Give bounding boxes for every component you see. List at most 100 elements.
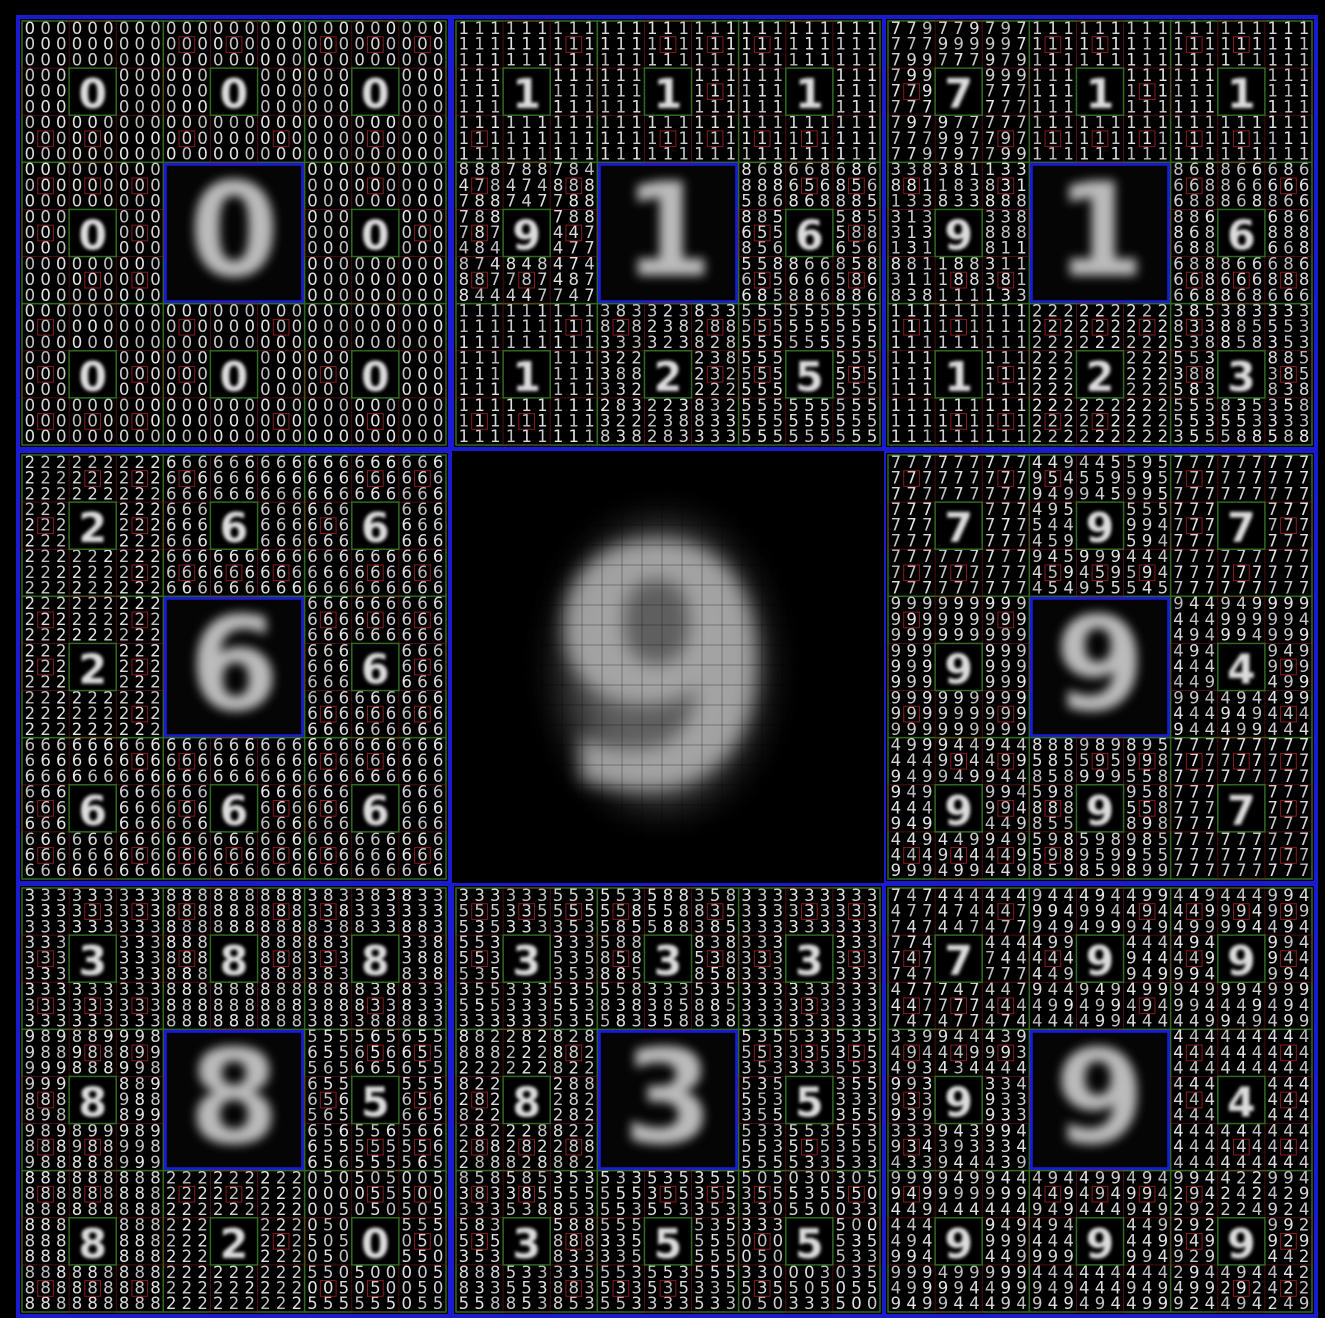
mini-digit: 8 (103, 1294, 113, 1313)
mini-digit: 1 (1016, 427, 1026, 446)
mini-digit: 0 (244, 427, 254, 446)
mini-digit: 7 (1220, 861, 1230, 880)
mini-digit: 1 (474, 427, 484, 446)
subtile: 8887887844784748887887477887887887874474… (456, 160, 597, 305)
subtile-center-digit: 3 (512, 1220, 540, 1268)
tile-bottom-right: 7474444444774744477474474777744447477447… (884, 884, 1316, 1316)
subtile: 2222222222222222222222222222222222222222… (22, 594, 163, 739)
subtile: 1111111111111111111111111111111111111111… (1029, 19, 1170, 164)
mini-digit: 8 (135, 1294, 145, 1313)
mini-digit: 6 (182, 861, 192, 880)
subtile: 6666666666666666666666666666666666666666… (22, 736, 163, 881)
mini-digit: 0 (354, 50, 364, 69)
mini-digit: 0 (182, 427, 192, 446)
mini-digit: 8 (354, 917, 364, 936)
mini-digit: 3 (710, 427, 720, 446)
subtile: 0000000000000000000000000000000000000000… (163, 302, 304, 447)
mini-digit: 4 (938, 861, 948, 880)
mini-digit: 2 (521, 1059, 531, 1078)
mini-digit: 6 (417, 861, 427, 880)
mini-digit: 5 (835, 427, 845, 446)
mini-digit: 6 (354, 1059, 364, 1078)
tile-center-average: 6 (165, 588, 302, 740)
mini-digit: 3 (631, 1294, 641, 1313)
mini-digit: 0 (386, 427, 396, 446)
tile-middle-left: 2222222222222222222222222222222222222222… (18, 451, 450, 883)
mini-digit: 5 (1267, 427, 1277, 446)
subtile-center-digit: 4 (1227, 645, 1255, 693)
subtile: 2222222222222222222222222222222222222222… (22, 453, 163, 598)
mini-digit: 5 (835, 1294, 845, 1313)
mini-digit: 8 (1252, 333, 1262, 352)
subtile-center-digit: 2 (654, 353, 682, 401)
mini-digit: 5 (1236, 333, 1246, 352)
mini-digit: 2 (72, 484, 82, 503)
mini-digit: 3 (820, 1294, 830, 1313)
mini-digit: 1 (584, 427, 594, 446)
mini-digit: 2 (197, 1294, 207, 1313)
mini-digit: 2 (1110, 333, 1120, 352)
mini-digit: 6 (276, 861, 286, 880)
mini-digit: 8 (678, 917, 688, 936)
mini-digit: 6 (386, 626, 396, 645)
mini-digit: 6 (370, 861, 380, 880)
mini-digit: 7 (938, 50, 948, 69)
mini-digit: 2 (663, 333, 673, 352)
mini-digit: 2 (1048, 427, 1058, 446)
mini-digit: 7 (953, 50, 963, 69)
mini-digit: 3 (537, 1294, 547, 1313)
subtile: 5555656556556566555656656556555556566565… (305, 1027, 446, 1172)
mini-digit: 5 (867, 427, 877, 446)
mini-digit: 2 (1063, 427, 1073, 446)
mini-digit: 6 (229, 767, 239, 786)
mini-digit: 8 (292, 1012, 302, 1031)
mini-digit: 4 (1158, 1012, 1168, 1031)
mini-digit: 7 (1236, 484, 1246, 503)
mini-digit: 4 (938, 1059, 948, 1078)
tile-top-right: 7797797977779999977997779797999997797777… (884, 17, 1316, 449)
mini-digit: 8 (631, 427, 641, 446)
tile-center-average: 0 (165, 154, 302, 306)
mini-digit: 0 (354, 192, 364, 211)
mini-digit: 0 (370, 427, 380, 446)
mini-digit: 1 (969, 333, 979, 352)
mini-digit: 5 (521, 1294, 531, 1313)
subtile: 1111111111111111111111111111111111111111… (888, 302, 1029, 447)
mini-digit: 8 (1299, 427, 1309, 446)
mini-digit: 6 (166, 579, 176, 598)
mini-digit: 2 (72, 626, 82, 645)
mini-digit: 5 (851, 427, 861, 446)
mini-digit: 9 (1220, 917, 1230, 936)
mini-digit: 1 (969, 427, 979, 446)
mini-digit: 3 (678, 1294, 688, 1313)
mini-digit: 5 (433, 1294, 443, 1313)
mini-digit: 0 (197, 427, 207, 446)
mini-digit: 5 (741, 427, 751, 446)
mini-digit: 3 (953, 1059, 963, 1078)
mini-digit: 3 (103, 917, 113, 936)
tile-bottom-left: 3333333333333333333333333333333333333333… (18, 884, 450, 1316)
mini-digit: 6 (339, 861, 349, 880)
subtile-center-digit: 3 (654, 937, 682, 985)
mini-digit: 8 (537, 1200, 547, 1219)
subtile: 3383811338811838311338338883133383138881… (888, 160, 1029, 305)
subtile-center-digit: 6 (361, 787, 389, 835)
subtile-center-digit: 5 (795, 1078, 823, 1126)
mini-digit: 0 (773, 1294, 783, 1313)
subtile: 3399444394944499934934344449933349339339… (888, 1027, 1029, 1172)
subtile-center-digit: 5 (795, 353, 823, 401)
mini-digit: 7 (1299, 861, 1309, 880)
mini-digit: 0 (213, 427, 223, 446)
mini-digit: 9 (1142, 861, 1152, 880)
mini-digit: 0 (292, 427, 302, 446)
mini-digit: 9 (969, 861, 979, 880)
mini-digit: 4 (1095, 484, 1105, 503)
mini-digit: 2 (506, 1059, 516, 1078)
subtile-center-digit: 6 (361, 645, 389, 693)
mini-digit: 5 (1189, 427, 1199, 446)
subtile: 0000000000000000000000000000000000000000… (305, 302, 446, 447)
subtile: 1111111111111111111111111111111111111111… (739, 19, 880, 164)
mini-digit: 7 (537, 192, 547, 211)
